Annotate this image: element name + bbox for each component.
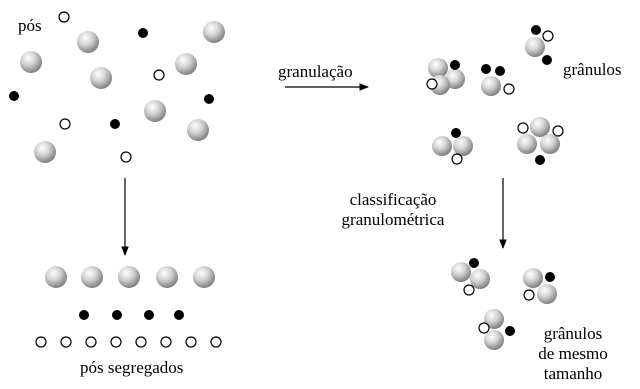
sphere-gray bbox=[34, 141, 56, 163]
dot-white bbox=[542, 30, 554, 42]
dot-white bbox=[503, 83, 515, 95]
dot-black bbox=[204, 94, 214, 104]
granule bbox=[451, 258, 490, 296]
dot-white bbox=[523, 289, 535, 301]
label-classification-line2: granulométrica bbox=[341, 210, 445, 229]
granule bbox=[478, 309, 515, 350]
dot-white bbox=[153, 69, 165, 81]
sphere-gray bbox=[523, 268, 543, 288]
dot-white bbox=[426, 78, 438, 90]
sphere-gray bbox=[20, 51, 42, 73]
sphere-gray bbox=[540, 134, 560, 154]
dot-black bbox=[112, 310, 122, 320]
dot-black bbox=[79, 310, 89, 320]
dot-black bbox=[542, 55, 552, 65]
dot-white bbox=[552, 125, 564, 137]
dot-black bbox=[481, 64, 491, 74]
sphere-gray bbox=[175, 53, 197, 75]
dot-black bbox=[469, 258, 479, 268]
sphere-gray bbox=[90, 67, 112, 89]
dot-black bbox=[110, 119, 120, 129]
label-classification-line1: classificação bbox=[349, 190, 437, 209]
sphere-gray bbox=[525, 37, 545, 57]
sphere-gray bbox=[45, 266, 67, 288]
sphere-gray bbox=[481, 76, 501, 96]
sphere-gray bbox=[156, 266, 178, 288]
sphere-gray bbox=[484, 309, 504, 329]
dot-black bbox=[144, 310, 154, 320]
label-same-size-line2: de mesmo bbox=[538, 344, 608, 363]
dot-white bbox=[60, 336, 72, 348]
granule bbox=[426, 58, 465, 95]
dot-black bbox=[531, 25, 541, 35]
sphere-gray bbox=[517, 134, 537, 154]
sphere-gray bbox=[432, 136, 452, 156]
sphere-gray bbox=[484, 330, 504, 350]
dot-black bbox=[505, 326, 515, 336]
label-granules: grânulos bbox=[563, 60, 622, 79]
dot-black bbox=[535, 155, 545, 165]
dot-black bbox=[451, 128, 461, 138]
dot-white bbox=[110, 336, 122, 348]
dot-white bbox=[160, 336, 172, 348]
dot-white bbox=[85, 336, 97, 348]
sphere-gray bbox=[187, 119, 209, 141]
sphere-gray bbox=[470, 269, 490, 289]
dot-white bbox=[463, 284, 475, 296]
label-same-size-line3: tamanho bbox=[543, 364, 603, 383]
dot-black bbox=[9, 91, 19, 101]
sphere-gray bbox=[428, 58, 448, 78]
dot-white bbox=[58, 11, 70, 23]
dot-white bbox=[135, 336, 147, 348]
label-classification: classificação granulométrica bbox=[318, 190, 468, 230]
dot-black bbox=[450, 60, 460, 70]
label-same-size-granules: grânulos de mesmo tamanho bbox=[518, 324, 628, 384]
dot-white bbox=[185, 336, 197, 348]
mixed-powders bbox=[9, 11, 225, 163]
sphere-gray bbox=[144, 100, 166, 122]
sphere-gray bbox=[193, 266, 215, 288]
dot-white bbox=[517, 122, 529, 134]
dot-black bbox=[545, 272, 555, 282]
sphere-gray bbox=[537, 284, 557, 304]
label-same-size-line1: grânulos bbox=[543, 324, 603, 343]
label-powders: pós bbox=[18, 16, 42, 35]
dot-white bbox=[120, 151, 132, 163]
dot-white bbox=[35, 336, 47, 348]
sphere-gray bbox=[445, 69, 465, 89]
sphere-gray bbox=[81, 266, 103, 288]
dot-white bbox=[451, 153, 463, 165]
sphere-gray bbox=[453, 136, 473, 156]
sphere-gray bbox=[451, 262, 471, 282]
dot-white bbox=[478, 322, 490, 334]
dot-white bbox=[59, 118, 71, 130]
granules bbox=[426, 25, 564, 165]
label-segregated-powders: pós segregados bbox=[80, 358, 184, 377]
granule bbox=[523, 268, 557, 304]
granule bbox=[432, 128, 473, 165]
dot-white bbox=[210, 336, 222, 348]
granule bbox=[517, 117, 564, 165]
sphere-gray bbox=[530, 117, 550, 137]
sphere-gray bbox=[118, 266, 140, 288]
segregated-powders bbox=[35, 266, 222, 348]
sphere-gray bbox=[77, 31, 99, 53]
sphere-gray bbox=[203, 21, 225, 43]
granule bbox=[525, 25, 554, 65]
label-granulation: granulação bbox=[278, 62, 353, 81]
granule bbox=[481, 64, 515, 96]
dot-black bbox=[138, 28, 148, 38]
same-size-granules bbox=[451, 258, 557, 350]
dot-black bbox=[174, 310, 184, 320]
dot-black bbox=[495, 66, 505, 76]
